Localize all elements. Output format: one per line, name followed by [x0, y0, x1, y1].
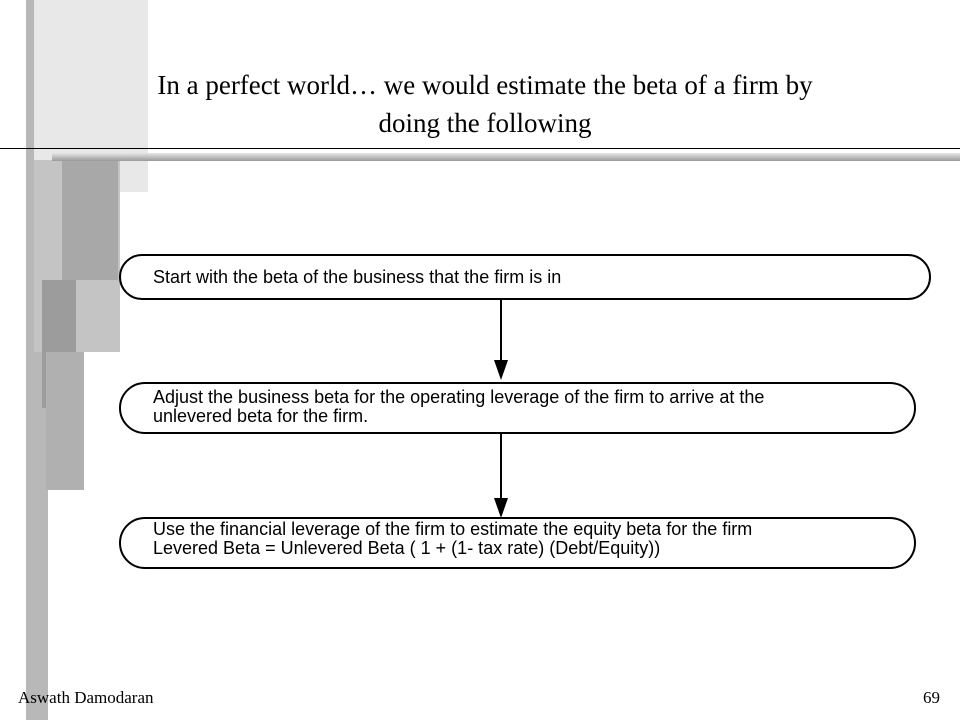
step-3-line-1: Use the financial leverage of the firm t… — [153, 519, 753, 539]
decor-bar-6 — [46, 352, 84, 490]
step-2-line-1: Adjust the business beta for the operati… — [153, 387, 765, 407]
step-1-box — [119, 254, 931, 300]
footer-author: Aswath Damodaran — [18, 688, 154, 707]
step-1-text: Start with the beta of the business that… — [153, 268, 561, 287]
step-3-box — [119, 517, 916, 569]
footer-page-number: 69 — [923, 688, 940, 707]
step-3-text: Use the financial leverage of the firm t… — [153, 520, 752, 558]
step-2-box — [119, 382, 916, 434]
title-line-1: In a perfect world… we would estimate th… — [157, 70, 813, 100]
title-rule — [0, 148, 960, 149]
arrow-2-head — [494, 498, 508, 518]
step-2-text: Adjust the business beta for the operati… — [153, 388, 764, 426]
decor-bar-4 — [62, 160, 118, 280]
step-1-line-1: Start with the beta of the business that… — [153, 267, 562, 287]
step-3-line-2: Levered Beta = Unlevered Beta ( 1 + (1- … — [153, 538, 661, 558]
title-bar — [52, 153, 960, 161]
arrow-1-head — [494, 360, 508, 380]
slide-title: In a perfect world… we would estimate th… — [60, 66, 910, 142]
title-line-2: doing the following — [378, 108, 592, 138]
step-2-line-2: unlevered beta for the firm. — [153, 406, 369, 426]
